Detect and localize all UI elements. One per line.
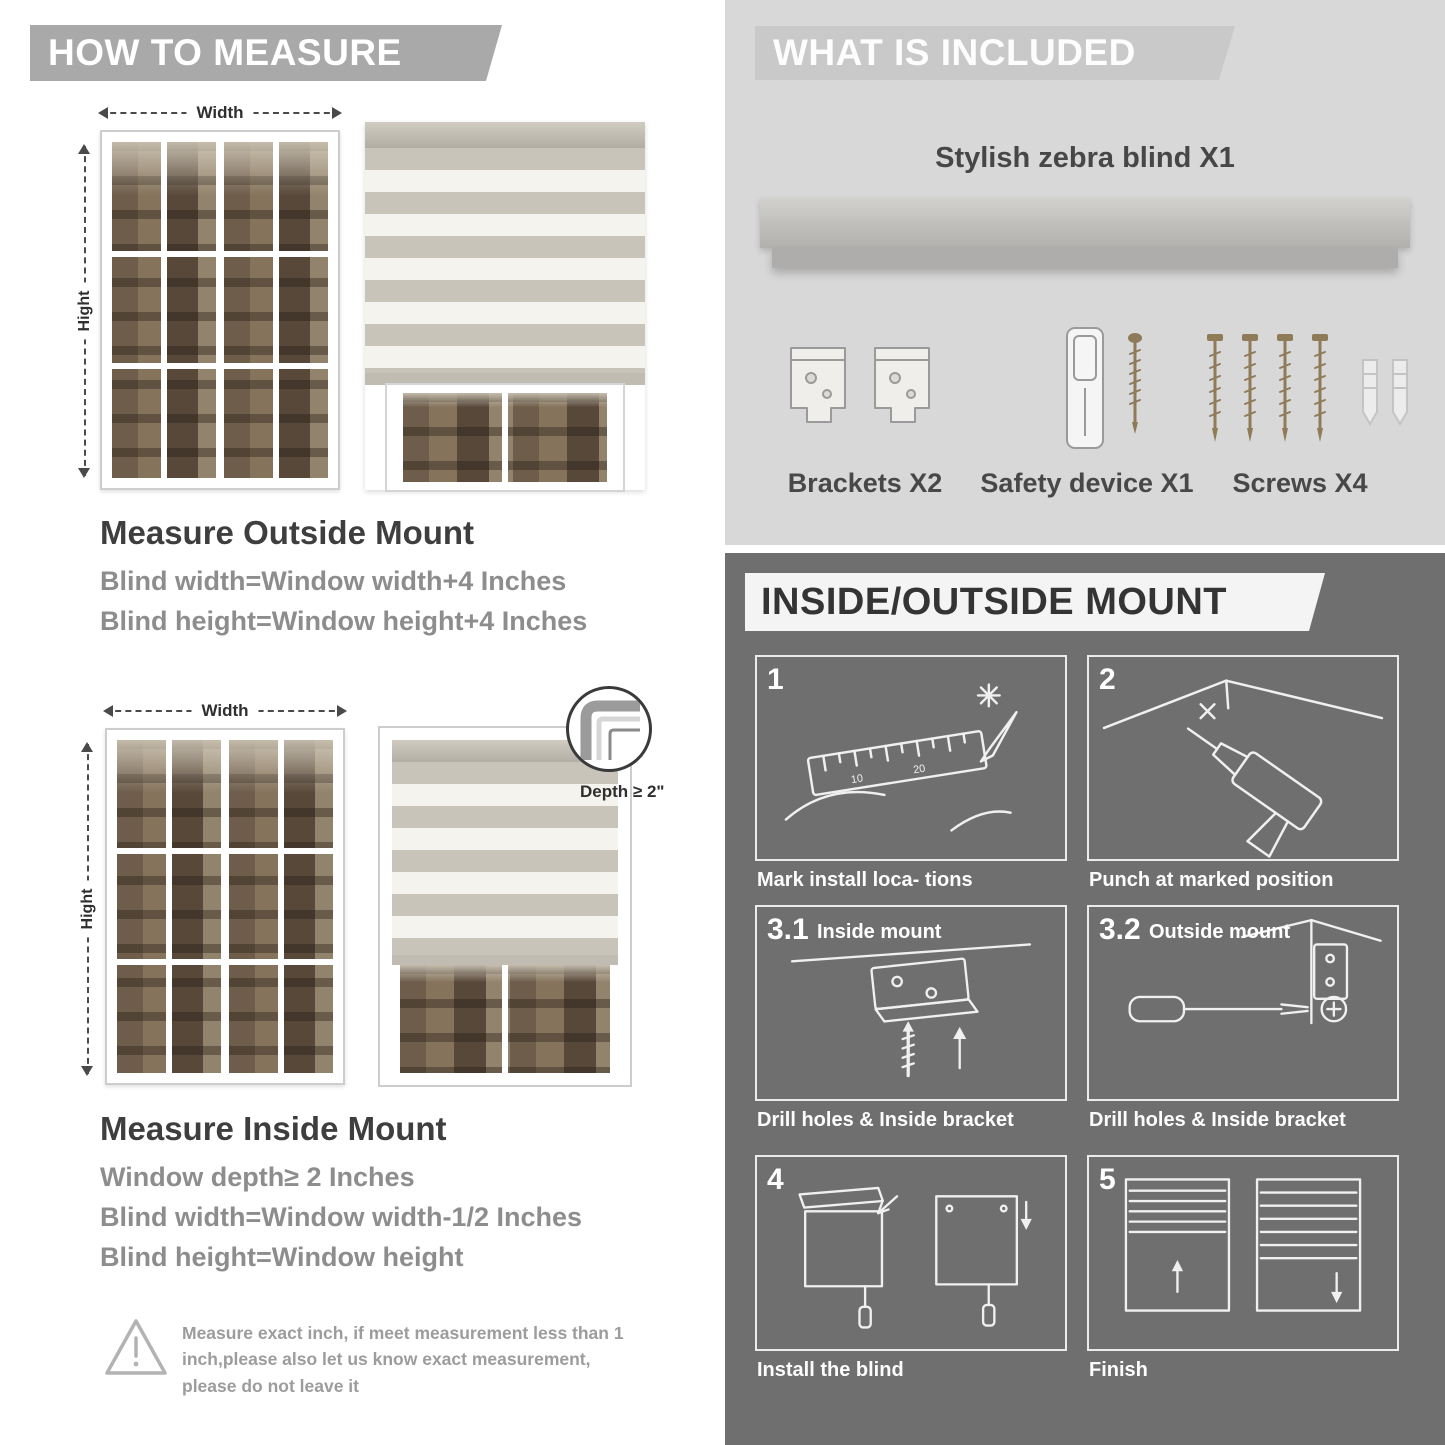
window-pane [112, 142, 216, 478]
step-number: 5 [1099, 1163, 1116, 1196]
svg-text:20: 20 [912, 763, 926, 777]
window-pane [229, 740, 333, 1073]
window-below-blind [392, 965, 618, 1073]
what-is-included-section: WHAT IS INCLUDED Stylish zebra blind X1 [725, 0, 1445, 545]
window-pane [224, 142, 328, 478]
inside-mount-line-2: Blind width=Window width-1/2 Inches [100, 1202, 583, 1232]
step-caption-2: Punch at marked position [1089, 869, 1334, 891]
blind-bottom-rail [365, 373, 645, 385]
window-below-blind [385, 383, 625, 492]
depth-label: Depth ≥ 2" [580, 782, 665, 801]
inside-mount-heading: Measure Inside Mount [100, 1110, 447, 1147]
height-measure-arrow: Hight [79, 742, 97, 1076]
zebra-stripes [365, 148, 645, 373]
step-title: Inside mount [817, 921, 942, 943]
zebra-stripes [392, 762, 618, 955]
warning-text: Measure exact inch, if meet measurement … [182, 1323, 624, 1396]
brackets-label: Brackets X2 [787, 468, 943, 498]
how-to-measure-banner: HOW TO MEASURE [30, 25, 502, 81]
blind-headrail-lip [772, 248, 1398, 268]
install-blind-illustration [798, 1186, 1032, 1329]
step-caption-1: Mark install loca- tions [757, 869, 973, 891]
screws-icon [1207, 334, 1408, 442]
step-panel-1: 10 20 1 [755, 655, 1067, 861]
step-caption-5: Finish [1089, 1359, 1148, 1381]
zebra-blind-inside-mount [378, 726, 632, 1087]
step-number: 1 [767, 663, 784, 696]
zebra-blind-outside-mount [365, 122, 645, 492]
outside-mount-line-1: Blind width=Window width+4 Inches [100, 566, 567, 596]
screws-label: Screws X4 [1232, 468, 1368, 498]
outside-bracket-illustration [1128, 918, 1382, 1025]
step-panel-4: 4 [755, 1155, 1067, 1351]
width-measure-arrow: Width [98, 103, 342, 123]
mark-location-illustration: 10 20 [784, 683, 1018, 832]
step-title: Outside mount [1149, 921, 1291, 943]
blind-bottom-rail [392, 955, 618, 965]
blind-headrail-image [760, 198, 1410, 268]
inside-mount-line-3: Blind height=Window height [100, 1242, 464, 1272]
what-is-included-banner: WHAT IS INCLUDED [755, 26, 1235, 80]
mount-banner: INSIDE/OUTSIDE MOUNT [745, 573, 1325, 631]
step-panel-5: 5 [1087, 1155, 1399, 1351]
step-panel-3-1: 3.1 Inside mount [755, 905, 1067, 1101]
safety-device-label: Safety device X1 [980, 468, 1194, 498]
blind-headrail [365, 122, 645, 148]
warning-icon [105, 1319, 167, 1375]
step-panel-2: 2 [1087, 655, 1399, 861]
width-label: Width [186, 103, 254, 123]
step-number: 3.2 [1099, 913, 1141, 946]
window-photo-inside [105, 728, 345, 1085]
mount-instructions-section: INSIDE/OUTSIDE MOUNT 10 20 [725, 553, 1445, 1445]
outside-mount-line-2: Blind height=Window height+4 Inches [100, 606, 588, 636]
blind-headrail [392, 740, 618, 762]
depth-callout-circle [566, 686, 652, 772]
inside-bracket-illustration [790, 943, 1032, 1078]
step-caption-4: Install the blind [757, 1359, 904, 1381]
width-measure-arrow: Width [103, 701, 347, 721]
outside-mount-heading: Measure Outside Mount [100, 514, 475, 551]
height-label: Hight [76, 282, 94, 340]
drill-ceiling-illustration [1102, 679, 1384, 858]
svg-text:10: 10 [850, 772, 864, 786]
window-pane [117, 740, 221, 1073]
window-photo-outside [100, 130, 340, 490]
step-number: 3.1 [767, 913, 809, 946]
step-number: 2 [1099, 663, 1116, 696]
product-label: Stylish zebra blind X1 [935, 142, 1235, 174]
height-measure-arrow: Hight [76, 144, 94, 478]
brackets-icon [790, 347, 930, 423]
width-label: Width [191, 701, 259, 721]
safety-device-icon [1066, 327, 1142, 449]
step-caption-3-1: Drill holes & Inside bracket [757, 1109, 1014, 1131]
step-number: 4 [767, 1163, 784, 1196]
height-label: Hight [79, 880, 97, 938]
frame-corner-zoom-icon [580, 700, 640, 760]
step-panel-3-2: 3.2 Outside mount [1087, 905, 1399, 1101]
step-caption-3-2: Drill holes & Inside bracket [1089, 1109, 1346, 1131]
finish-illustration [1124, 1178, 1362, 1312]
inside-mount-line-1: Window depth≥ 2 Inches [100, 1162, 415, 1192]
